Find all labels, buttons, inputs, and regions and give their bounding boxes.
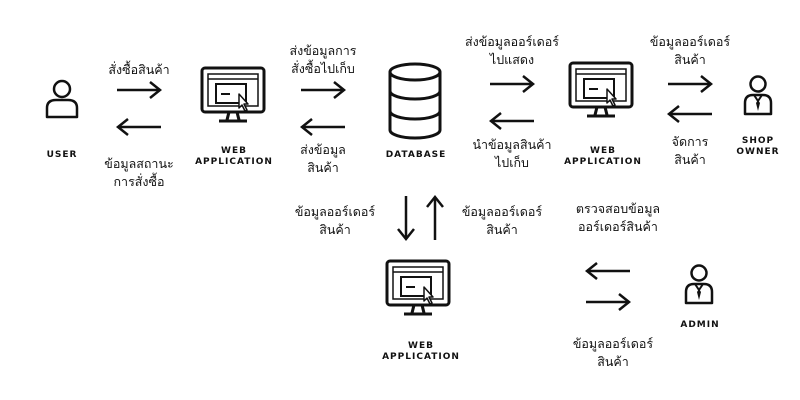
label-db-to-webapp-right: ส่งข้อมูลออร์เดอร์ไปแสดง [464,34,560,67]
arrow-webapp-to-user [116,117,163,137]
admin-label: ADMIN [680,320,720,330]
label-webapp-right-to-owner: ข้อมูลออร์เดอร์สินค้า [649,34,731,67]
arrow-admin-to-webapp [585,261,632,281]
label-admin-flow: ข้อมูลออร์เดอร์สินค้า [572,336,654,369]
label-webapp-to-db: ส่งข้อมูลการสั่งซื้อไปเก็บ [289,43,357,76]
label-user-to-webapp: สั่งซื้อสินค้า [108,62,170,77]
label-webapp-bottom-to-db: ข้อมูลออร์เดอร์สินค้า [461,204,543,237]
label-db-to-webapp: ส่งข้อมูลสินค้า [300,142,346,175]
web-app-left-monitor-icon [200,66,266,123]
shop-owner-icon [743,75,773,116]
database-icon [388,62,442,140]
arrow-webapp-bottom-to-db [425,195,445,242]
web-app-right-monitor-icon [568,61,634,118]
web-app-bottom-monitor-icon [385,259,451,316]
arrow-db-to-webapp [300,117,347,137]
label-owner-to-webapp-right: จัดการสินค้า [671,134,709,167]
label-db-to-webapp-bottom: ข้อมูลออร์เดอร์สินค้า [294,204,376,237]
arrow-webapp-to-db [299,80,346,100]
user-icon [45,79,79,119]
label-webapp-right-to-db: นำข้อมูลสินค้าไปเก็บ [472,137,552,170]
arrow-webapp-to-admin [584,292,631,312]
arrow-webapp-right-to-owner [666,74,713,94]
arrow-db-to-webapp-right [488,74,535,94]
admin-icon [684,264,714,305]
label-webapp-to-user: ข้อมูลสถานะการสั่งซื้อ [104,156,174,189]
database-label: DATABASE [385,150,447,160]
user-label: USER [46,150,78,160]
arrow-db-to-webapp-bottom [396,194,416,241]
arrow-user-to-webapp [115,80,162,100]
arrow-webapp-right-to-db [489,111,536,131]
label-admin-check: ตรวจสอบข้อมูลออร์เดอร์สินค้า [575,201,661,234]
arrow-owner-to-webapp-right [667,104,714,124]
